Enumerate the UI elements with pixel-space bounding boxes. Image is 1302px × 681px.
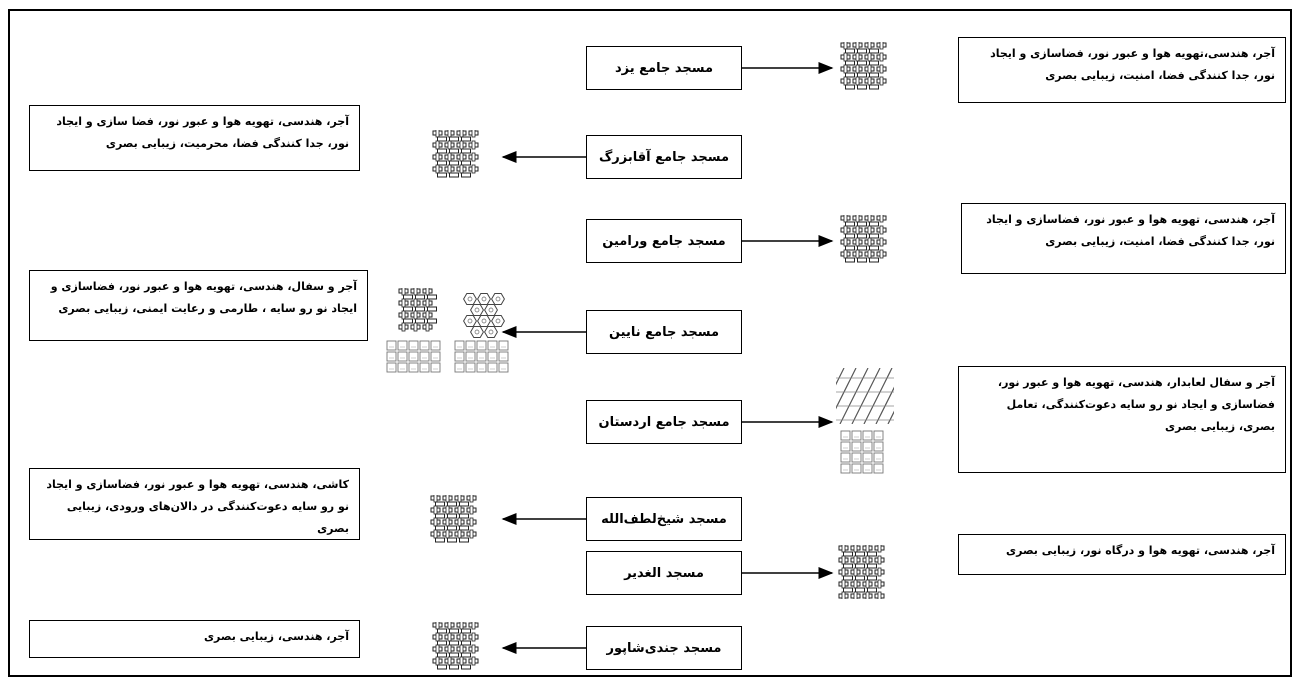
description-box-varamin: آجر، هندسی، تهویه هوا و عبور نور، فضاساز…	[961, 203, 1286, 274]
mosque-box-nain: مسجد جامع نایین	[586, 310, 742, 354]
mosque-box-jondishapur: مسجد جندی‌شاپور	[586, 626, 742, 670]
hexagonal-tile-pattern-image	[463, 293, 505, 338]
clay-grid-pattern-image	[386, 340, 441, 373]
brick-pattern-image	[398, 288, 437, 332]
mosque-box-aghabozorg: مسجد جامع آقابزرگ	[586, 135, 742, 179]
brick-pattern-image	[432, 622, 479, 670]
brick-pattern-image	[838, 545, 885, 599]
diagram-frame	[8, 9, 1292, 677]
clay-grid-pattern-image	[454, 340, 509, 373]
brick-pattern-image	[840, 42, 887, 90]
brick-pattern-image	[430, 495, 477, 543]
description-box-ardestan: آجر و سفال لعابدار، هندسی، تهویه هوا و ع…	[958, 366, 1286, 473]
clay-grid-pattern-image	[840, 430, 884, 474]
description-box-aghabozorg: آجر، هندسی، تهویه هوا و عبور نور، فضا سا…	[29, 105, 360, 171]
mosque-box-ghadir: مسجد الغدیر	[586, 551, 742, 595]
description-box-jondishapur: آجر، هندسی، زیبایی بصری	[29, 620, 360, 658]
description-box-yazd: آجر، هندسی،تهویه هوا و عبور نور، فضاسازی…	[958, 37, 1286, 103]
brick-pattern-image	[432, 130, 479, 178]
brick-pattern-image	[840, 215, 887, 263]
description-box-nain: آجر و سفال، هندسی، تهویه هوا و عبور نور،…	[29, 270, 368, 341]
mosque-box-yazd: مسجد جامع یزد	[586, 46, 742, 90]
diagonal-lattice-pattern-image	[836, 368, 894, 424]
mosque-box-sheikh-lotfollah: مسجد شیخ‌لطف‌الله	[586, 497, 742, 541]
description-box-sheikh-lotfollah: کاشی، هندسی، تهویه هوا و عبور نور، فضاسا…	[29, 468, 360, 540]
mosque-box-varamin: مسجد جامع ورامین	[586, 219, 742, 263]
mosque-box-ardestan: مسجد جامع اردستان	[586, 400, 742, 444]
description-box-ghadir: آجر، هندسی، تهویه هوا و درگاه نور، زیبای…	[958, 534, 1286, 575]
